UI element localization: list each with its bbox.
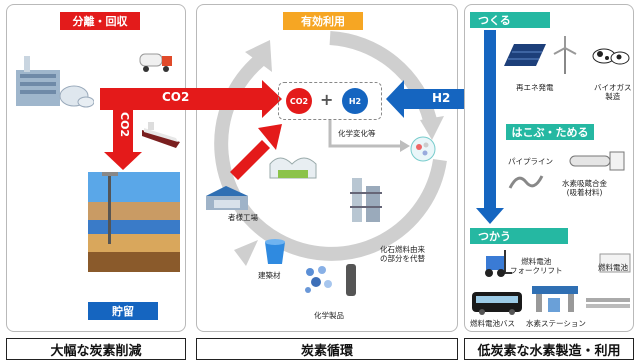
chemical-conversion-label: 化学変化等 (338, 129, 376, 138)
cattle-icon (590, 44, 630, 70)
co2-circle: CO2 (286, 88, 312, 114)
fossil-origin-label: 化石燃料由来 の部分を代替 (380, 245, 425, 263)
center-footer: 炭素循環 (196, 338, 458, 360)
tanker-truck-icon (138, 50, 174, 74)
biomass-label: バイオガス 製造 (594, 83, 632, 101)
co2-vertical-label: CO2 (118, 112, 131, 138)
pipe-product-icon (342, 262, 360, 298)
pipes-icon (584, 292, 632, 314)
h2-circle: H2 (342, 88, 368, 114)
use-header: つかう (470, 228, 568, 244)
chemicals-icon (300, 262, 336, 298)
pipeline-icon (508, 170, 544, 192)
chemicals-label: 化学製品 (314, 311, 344, 320)
co2-h2-dashed-box (278, 82, 382, 120)
carry-store-header: はこぶ・ためる (506, 124, 594, 140)
hybrid-factory-label: 者様工場 (228, 213, 258, 222)
effective-use-header: 有効利用 (283, 12, 363, 30)
ship-icon (140, 120, 182, 150)
factory-icon (14, 56, 94, 108)
underground-storage-icon (88, 172, 180, 272)
fc-bus-label: 燃料電池バス (470, 319, 515, 328)
bus-icon (470, 290, 524, 316)
chemical-plant-icon (348, 172, 384, 224)
building-materials-label: 建築材 (258, 271, 281, 280)
make-header: つくる (470, 12, 550, 28)
building-materials-icon (262, 238, 288, 266)
storage-tag: 貯留 (88, 302, 158, 320)
hydrogen-station-icon (530, 284, 580, 314)
left-footer: 大幅な炭素削減 (6, 338, 186, 360)
renewable-label: 再エネ発電 (516, 83, 554, 92)
forklift-label: 燃料電池 フォークリフト (510, 257, 563, 275)
separation-recovery-header: 分離・回収 (60, 12, 140, 30)
right-footer: 低炭素な水素製造・利用 (464, 338, 634, 360)
fc-car-label: 燃料電池 (598, 263, 628, 272)
co2-horizontal-label: CO2 (162, 90, 190, 104)
factory-building-icon (204, 182, 250, 212)
fuel-cell-car-icon (598, 250, 632, 274)
pipeline-label: パイプライン (508, 157, 553, 166)
alloy-label: 水素吸蔵合金 (吸着材料) (562, 179, 607, 197)
plus-sign: + (320, 90, 334, 109)
solar-panel-icon (502, 40, 548, 70)
hydrogen-alloy-icon (566, 150, 626, 172)
greenhouse-icon (268, 150, 318, 180)
wind-turbine-icon (552, 36, 578, 74)
station-label: 水素ステーション (526, 319, 586, 328)
molecule-icon (410, 136, 436, 162)
h2-arrow-label: H2 (432, 91, 451, 105)
forklift-icon (478, 250, 512, 278)
